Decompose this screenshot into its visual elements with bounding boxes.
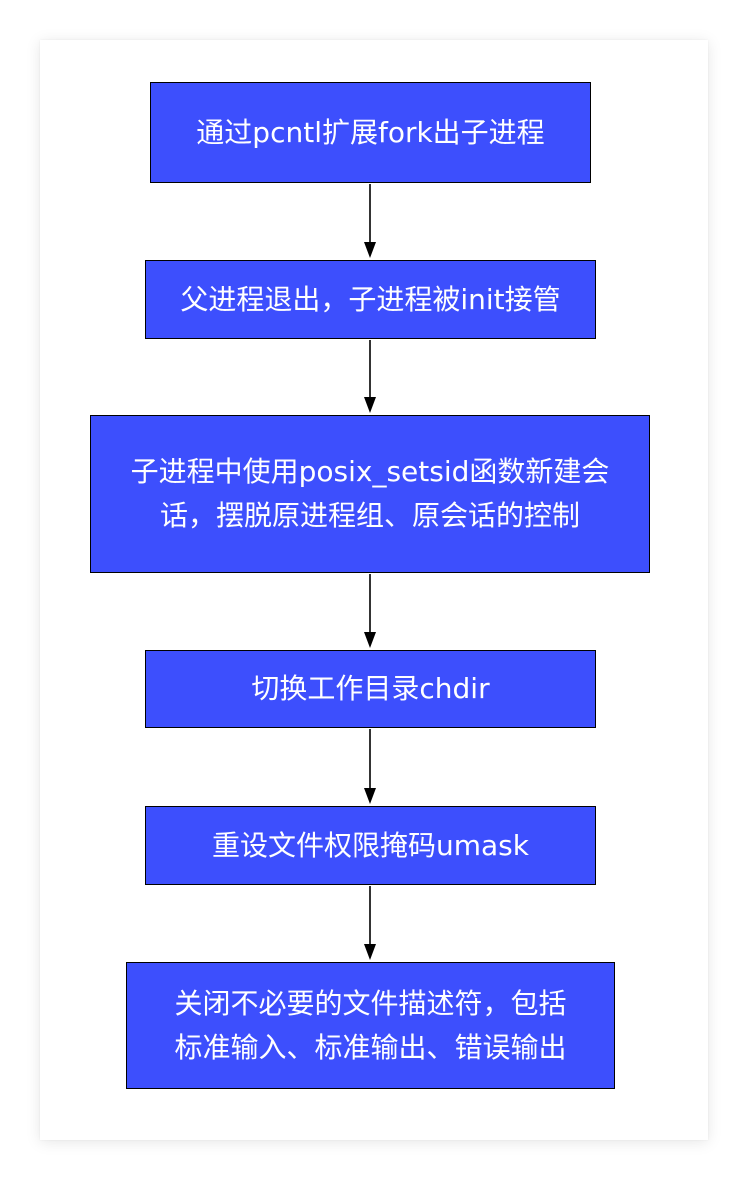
step-setsid-label: 子进程中使用posix_setsid函数新建会 话，摆脱原进程组、原会话的控制 — [130, 455, 610, 532]
step-fork-child: 通过pcntl扩展fork出子进程 — [150, 82, 591, 183]
step-umask: 重设文件权限掩码umask — [145, 806, 596, 885]
step-chdir-label: 切换工作目录chdir — [251, 672, 490, 705]
step-parent-exit-label: 父进程退出，子进程被init接管 — [180, 282, 561, 316]
step-chdir: 切换工作目录chdir — [145, 650, 596, 728]
step-close-fds-label: 关闭不必要的文件描述符，包括 标准输入、标准输出、错误输出 — [174, 986, 567, 1064]
step-setsid: 子进程中使用posix_setsid函数新建会 话，摆脱原进程组、原会话的控制 — [90, 415, 650, 573]
step-close-fds: 关闭不必要的文件描述符，包括 标准输入、标准输出、错误输出 — [126, 962, 615, 1089]
step-parent-exit: 父进程退出，子进程被init接管 — [145, 260, 596, 339]
step-fork-child-label: 通过pcntl扩展fork出子进程 — [196, 115, 545, 149]
step-umask-label: 重设文件权限掩码umask — [212, 828, 529, 862]
